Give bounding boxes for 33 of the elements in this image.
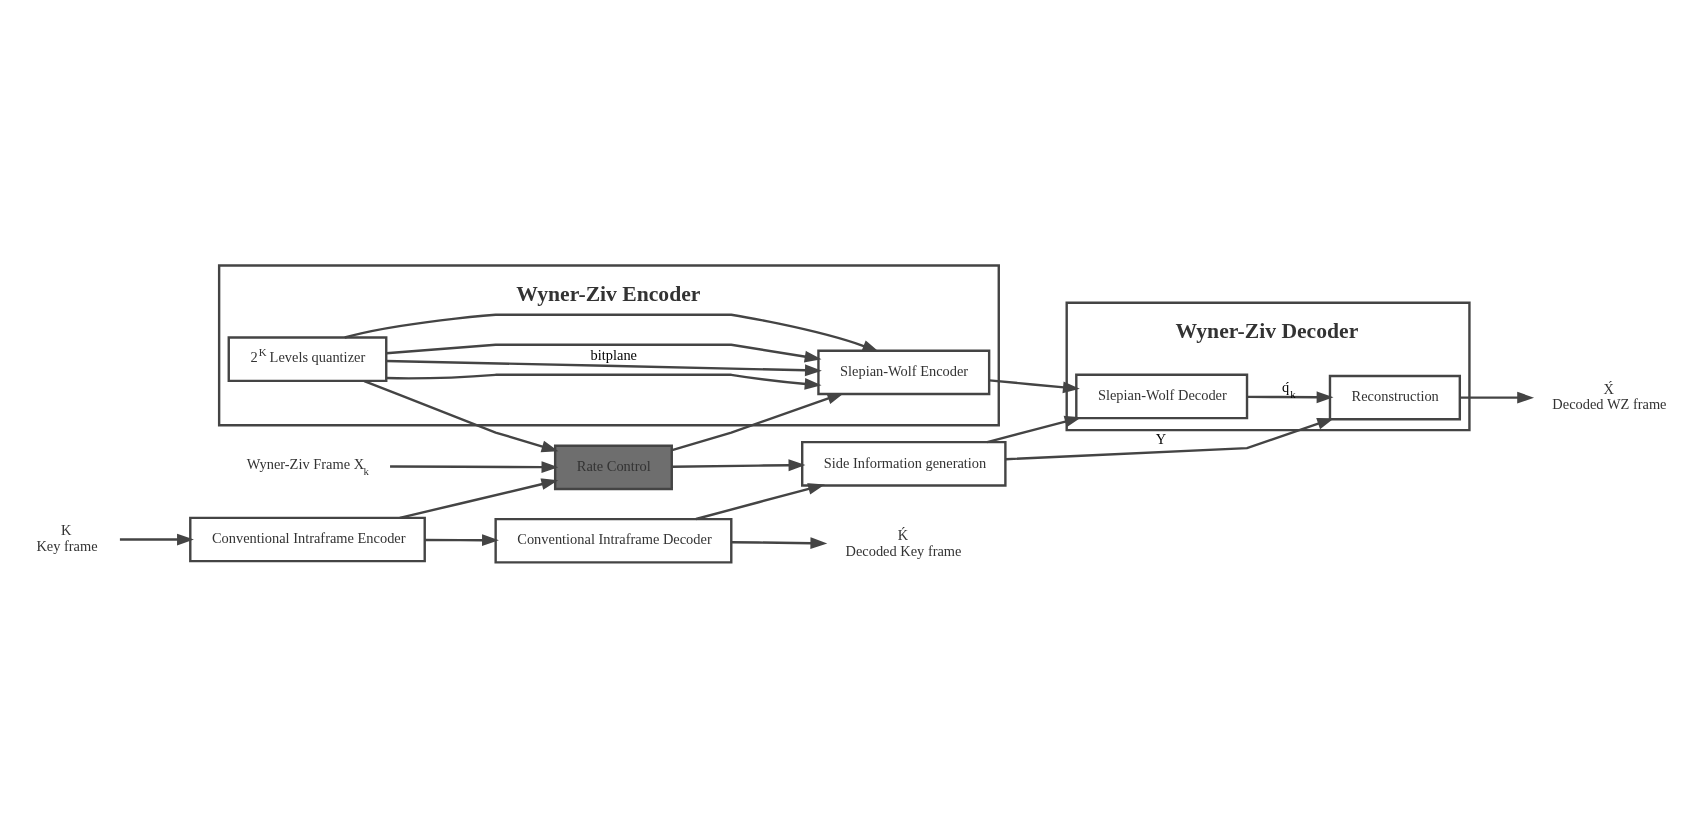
edge-label: Y xyxy=(1155,431,1167,448)
arrow xyxy=(399,478,559,520)
arrow xyxy=(671,459,806,472)
node-box: Slepian-Wolf Encoder xyxy=(817,349,991,396)
arrow xyxy=(695,483,825,521)
node-box: Conventional Intraframe Decoder xyxy=(494,517,733,564)
node-box: 2$^{K}$ Levels quantizer xyxy=(227,336,388,383)
arrow xyxy=(1247,391,1334,404)
arrow xyxy=(344,313,880,353)
arrow xyxy=(363,379,559,453)
arrow xyxy=(390,461,559,473)
arrow xyxy=(386,359,822,377)
arrow xyxy=(119,533,194,546)
arrow xyxy=(386,373,822,390)
node-box: Reconstruction xyxy=(1328,374,1461,421)
node-box: Rate Control xyxy=(553,444,673,491)
arrow xyxy=(1460,391,1535,404)
arrow xyxy=(386,343,822,363)
node-box: Side Information generation xyxy=(801,440,1007,487)
arrow xyxy=(989,379,1080,394)
arrow xyxy=(424,534,499,547)
node-text: Wyner-Ziv Frame X$_{k}$ xyxy=(246,455,369,477)
arrow xyxy=(731,537,828,550)
node-text: X́ Decoded WZ frame xyxy=(1552,380,1667,413)
edge-label: bitplane xyxy=(590,346,638,363)
arrow xyxy=(671,392,845,452)
arrow xyxy=(1005,418,1335,461)
node-text: K Key frame xyxy=(36,522,98,555)
arrow xyxy=(986,415,1082,444)
edge-label: q́$_{k}$ xyxy=(1281,379,1296,401)
node-box: Slepian-Wolf Decoder xyxy=(1075,373,1249,420)
node-text: Ḱ Decoded Key frame xyxy=(845,527,962,559)
node-box: Conventional Intraframe Encoder xyxy=(189,516,426,563)
